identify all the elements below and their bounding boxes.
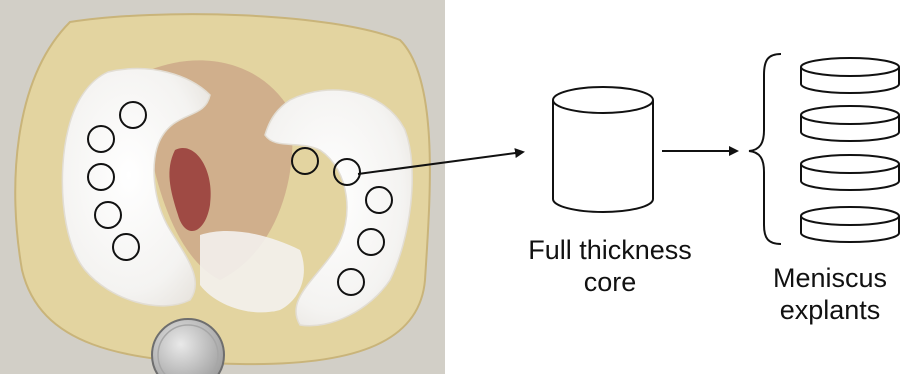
core-label-line-2: core (505, 266, 715, 298)
cylinder-icon (553, 87, 653, 212)
disc-icon (801, 106, 899, 141)
explant-label-line-2: explants (760, 294, 900, 326)
meniscus-explants-label: Meniscus explants (760, 262, 900, 326)
disc-icon (801, 207, 899, 242)
disc-icon (801, 155, 899, 190)
explant-discs (801, 58, 899, 242)
explant-label-line-1: Meniscus (760, 262, 900, 294)
core-label-line-1: Full thickness (505, 234, 715, 266)
meniscus-photo (0, 0, 445, 374)
disc-icon (801, 58, 899, 93)
full-thickness-core-label: Full thickness core (505, 234, 715, 298)
brace-icon (749, 54, 781, 244)
